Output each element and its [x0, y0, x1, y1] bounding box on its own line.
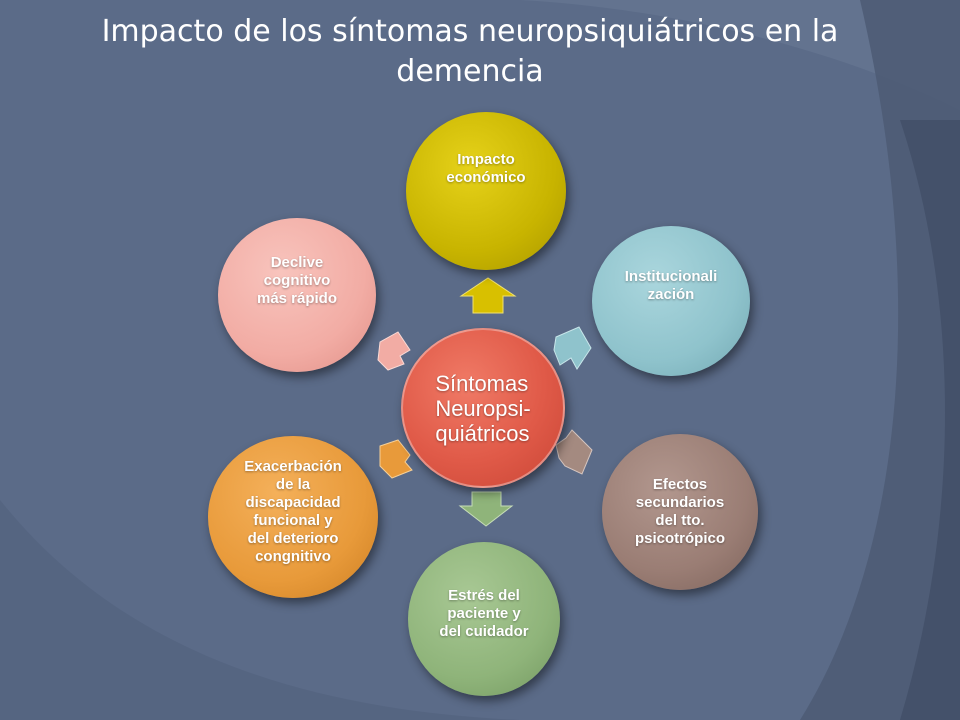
node-exacerbacion-label: Exacerbación de la discapacidad funciona… — [244, 458, 342, 565]
center-node-sintomas: Síntomas Neuropsi- quiátricos — [401, 328, 565, 488]
node-institucionalizacion: Institucionali zación — [592, 226, 750, 376]
node-efectos-label: Efectos secundarios del tto. psicotrópic… — [634, 476, 725, 547]
arrow-lower-left — [379, 439, 413, 479]
node-efectos-secundarios: Efectos secundarios del tto. psicotrópic… — [602, 434, 758, 590]
node-exacerbacion: Exacerbación de la discapacidad funciona… — [208, 436, 378, 598]
center-node-label: Síntomas Neuropsi- quiátricos — [435, 370, 531, 446]
node-estres-label: Estrés del paciente y del cuidador — [439, 587, 529, 640]
node-impacto-label: Impacto económico — [446, 151, 526, 186]
arrow-up — [459, 277, 517, 314]
node-institucionalizacion-label: Institucionali zación — [624, 268, 718, 303]
node-declive-label: Declive cognitivo más rápido — [256, 254, 338, 307]
arrow-down — [458, 491, 514, 527]
arrow-lower-right — [555, 429, 593, 475]
node-declive-cognitivo: Declive cognitivo más rápido — [218, 218, 376, 372]
arrow-upper-left — [377, 331, 411, 371]
arrow-upper-right — [553, 326, 592, 370]
slide-title: Impacto de los síntomas neuropsiquiátric… — [101, 14, 839, 89]
node-estres: Estrés del paciente y del cuidador — [408, 542, 560, 696]
node-impacto-economico: Impacto económico — [406, 112, 566, 270]
